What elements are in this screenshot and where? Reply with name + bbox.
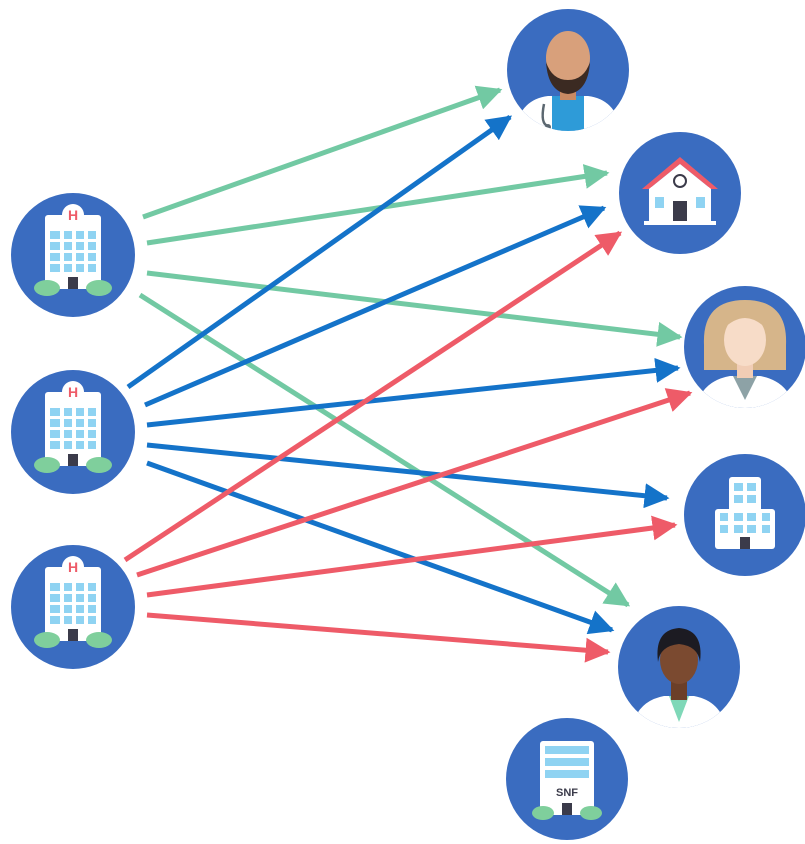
hospital-icon: H — [34, 204, 112, 296]
doctor-node[interactable] — [618, 606, 740, 740]
hospital-node[interactable]: H — [11, 370, 135, 494]
arrow-hospital-2-to-doctor-female — [146, 357, 681, 428]
svg-text:H: H — [68, 559, 78, 575]
arrow-hospital-1-to-doctor-bearded — [142, 85, 503, 220]
doctor-icon — [630, 628, 728, 728]
arrow-hospital-3-to-doctor-dark — [146, 612, 611, 663]
doctor-node[interactable] — [684, 286, 805, 420]
snf-node[interactable]: SNF — [506, 718, 628, 840]
hospital-icon: H — [34, 381, 112, 473]
arrow-hospital-3-to-clinic — [146, 515, 678, 598]
female-doctor-icon — [694, 300, 796, 408]
snf-label: SNF — [556, 787, 578, 799]
referral-arrows — [123, 85, 693, 663]
hospital-icon: H — [34, 556, 112, 648]
arrow-hospital-2-to-clinic — [146, 442, 670, 509]
doctor-node[interactable] — [507, 9, 629, 140]
home-node[interactable] — [619, 132, 741, 254]
arrow-hospital-2-to-doctor-bearded — [126, 114, 513, 390]
clinic-building-icon — [715, 477, 775, 549]
clinic-node[interactable] — [684, 454, 805, 576]
arrow-hospital-2-to-home — [144, 205, 607, 408]
svg-text:H: H — [68, 207, 78, 223]
arrow-hospital-1-to-doctor-dark — [138, 292, 631, 608]
hospital-node[interactable]: H — [11, 545, 135, 669]
arrow-hospital-2-to-doctor-dark — [146, 460, 615, 635]
arrow-hospital-3-to-home — [123, 230, 623, 563]
house-icon — [642, 157, 718, 225]
arrow-hospital-3-to-doctor-female — [136, 388, 693, 578]
hospital-node[interactable]: H — [11, 193, 135, 317]
arrow-hospital-1-to-doctor-female — [146, 270, 683, 347]
snf-building-icon: SNF — [532, 741, 602, 820]
svg-text:H: H — [68, 384, 78, 400]
